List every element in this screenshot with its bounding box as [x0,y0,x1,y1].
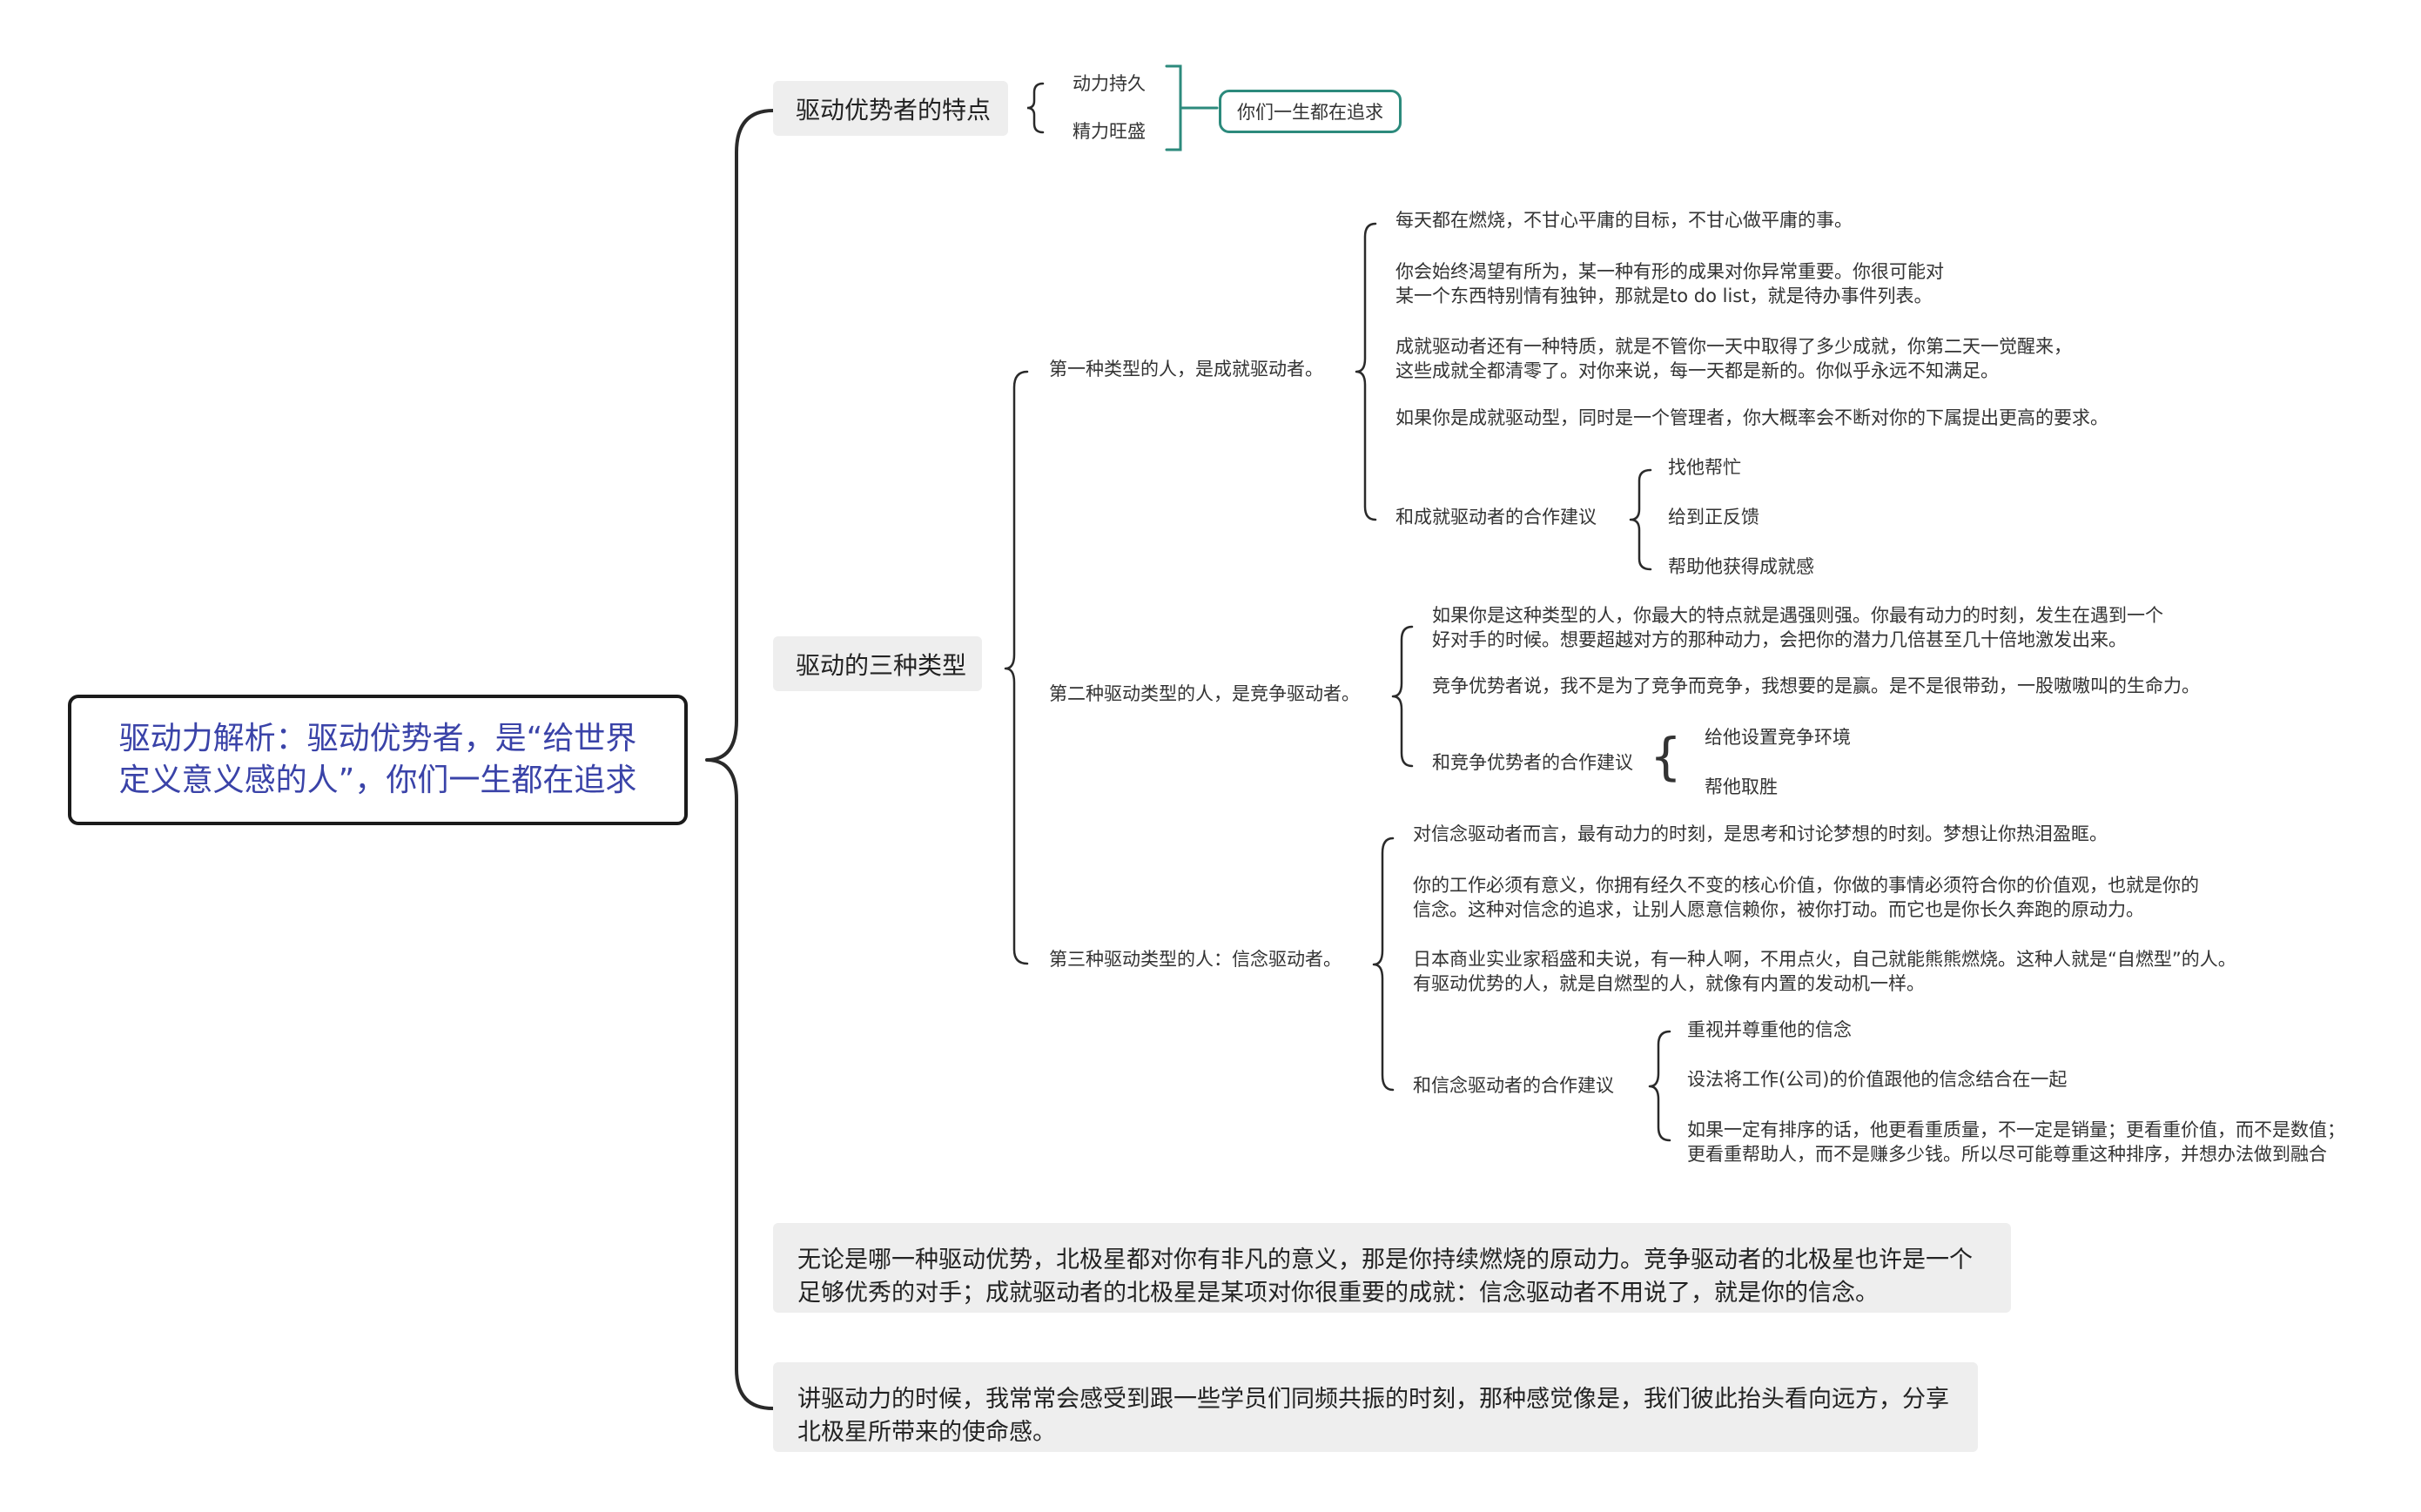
features-summary-text: 你们一生都在追求 [1237,102,1383,123]
competition-type-label[interactable]: 第二种驱动类型的人，是竞争驱动者。 [1049,683,1360,704]
paragraph-line: 你的工作必须有意义，你拥有经久不变的核心价值，你做的事情必须符合你的价值观，也就… [1413,875,2199,896]
types-title: 驱动的三种类型 [796,650,967,680]
belief-paragraph: 对信念驱动者而言，最有动力的时刻，是思考和讨论梦想的时刻。梦想让你热泪盈眶。 [1413,823,2108,844]
belief-coop-label[interactable]: 和信念驱动者的合作建议 [1413,1075,1614,1096]
root-brace [705,109,775,1410]
root-title-line-1: 驱动力解析：驱动优势者，是“给世界 [118,721,637,756]
belief-brace [1372,837,1395,1092]
paragraph-line: 如果你是这种类型的人，你最大的特点就是遇强则强。你最有动力的时刻，发生在遇到一个 [1432,605,2163,626]
types-topic[interactable]: 驱动的三种类型 [773,636,982,691]
coop-item: 找他帮忙 [1668,457,1741,478]
features-brace [1026,82,1045,134]
northstar-line: 足够优秀的对手；成就驱动者的北极星是某项对你很重要的成就：信念驱动者不用说了，就… [797,1280,1879,1307]
summary-bracket [1165,64,1219,151]
root-topic[interactable]: 驱动力解析：驱动优势者，是“给世界 定义意义感的人”，你们一生都在追求 [68,695,688,825]
coop-item: 设法将工作(公司)的价值跟他的信念结合在一起 [1687,1069,2068,1090]
achievement-type-label[interactable]: 第一种类型的人，是成就驱动者。 [1049,359,1323,380]
coop-item: 帮助他获得成就感 [1668,556,1814,577]
coop-item: 帮他取胜 [1705,776,1778,797]
feature-item: 精力旺盛 [1073,121,1146,142]
types-brace [1004,370,1029,965]
resonance-line: 讲驱动力的时候，我常常会感受到跟一些学员们同频共振的时刻，那种感觉像是，我们彼此… [797,1386,1949,1413]
achievement-paragraph: 你会始终渴望有所为，某一种有形的成果对你异常重要。你很可能对 某一个东西特别情有… [1395,259,1944,308]
paragraph-line: 这些成就全都清零了。对你来说，每一天都是新的。你似乎永远不知满足。 [1395,360,1999,381]
competition-paragraph: 如果你是这种类型的人，你最大的特点就是遇强则强。你最有动力的时刻，发生在遇到一个… [1432,603,2163,652]
paragraph-line: 某一个东西特别情有独钟，那就是to do list，就是待办事件列表。 [1395,286,1933,306]
belief-paragraph: 你的工作必须有意义，你拥有经久不变的核心价值，你做的事情必须符合你的价值观，也就… [1413,873,2199,922]
paragraph-line: 有驱动优势的人，就是自燃型的人，就像有内置的发动机一样。 [1413,973,1925,994]
northstar-line: 无论是哪一种驱动优势，北极星都对你有非凡的意义，那是你持续燃烧的原动力。竞争驱动… [797,1247,1973,1273]
achievement-coop-label[interactable]: 和成就驱动者的合作建议 [1395,507,1597,528]
resonance-line: 北极星所带来的使命感。 [797,1419,1056,1446]
coop-item: 重视并尊重他的信念 [1687,1019,1852,1040]
belief-coop-brace [1648,1030,1671,1142]
coop-item: 给到正反馈 [1668,507,1759,528]
achievement-coop-brace [1629,468,1652,571]
paragraph-line: 更看重帮助人，而不是赚多少钱。所以尽可能尊重这种排序，并想办法做到融合 [1687,1144,2327,1165]
competition-coop-label[interactable]: 和竞争优势者的合作建议 [1432,752,1633,773]
paragraph-line: 你会始终渴望有所为，某一种有形的成果对你异常重要。你很可能对 [1395,261,1944,282]
paragraph-line: 成就驱动者还有一种特质，就是不管你一天中取得了多少成就，你第二天一觉醒来， [1395,336,2072,357]
belief-paragraph: 日本商业实业家稻盛和夫说，有一种人啊，不用点火，自己就能熊熊燃烧。这种人就是“自… [1413,947,2236,996]
achievement-brace [1355,222,1377,521]
competition-brace [1391,625,1414,768]
paragraph-line: 好对手的时候。想要超越对方的那种动力，会把你的潜力几倍甚至几十倍地激发出来。 [1432,629,2127,650]
paragraph-line: 日本商业实业家稻盛和夫说，有一种人啊，不用点火，自己就能熊熊燃烧。这种人就是“自… [1413,949,2236,970]
paragraph-line: 如果一定有排序的话，他更看重质量，不一定是销量；更看重价值，而不是数值； [1687,1119,2345,1140]
competition-paragraph: 竞争优势者说，我不是为了竞争而竞争，我想要的是赢。是不是很带劲，一股嗷嗷叫的生命… [1432,675,2200,696]
feature-item: 动力持久 [1073,73,1146,94]
features-summary[interactable]: 你们一生都在追求 [1219,90,1402,133]
root-title-line-2: 定义意义感的人”，你们一生都在追求 [118,763,637,798]
achievement-paragraph: 如果你是成就驱动型，同时是一个管理者，你大概率会不断对你的下属提出更高的要求。 [1395,407,2108,428]
coop-item: 如果一定有排序的话，他更看重质量，不一定是销量；更看重价值，而不是数值； 更看重… [1687,1118,2345,1166]
coop-item: 给他设置竞争环境 [1705,727,1851,748]
northstar-topic[interactable]: 无论是哪一种驱动优势，北极星都对你有非凡的意义，那是你持续燃烧的原动力。竞争驱动… [773,1223,2011,1313]
resonance-topic[interactable]: 讲驱动力的时候，我常常会感受到跟一些学员们同频共振的时刻，那种感觉像是，我们彼此… [773,1362,1978,1452]
features-topic[interactable]: 驱动优势者的特点 [773,81,1008,136]
features-title: 驱动优势者的特点 [796,95,992,124]
achievement-paragraph: 每天都在燃烧，不甘心平庸的目标，不甘心做平庸的事。 [1395,210,1853,231]
competition-coop-brace: { [1650,727,1682,786]
paragraph-line: 信念。这种对信念的追求，让别人愿意信赖你，被你打动。而它也是你长久奔跑的原动力。 [1413,899,2144,920]
achievement-paragraph: 成就驱动者还有一种特质，就是不管你一天中取得了多少成就，你第二天一觉醒来， 这些… [1395,334,2072,383]
belief-type-label[interactable]: 第三种驱动类型的人：信念驱动者。 [1049,949,1342,970]
